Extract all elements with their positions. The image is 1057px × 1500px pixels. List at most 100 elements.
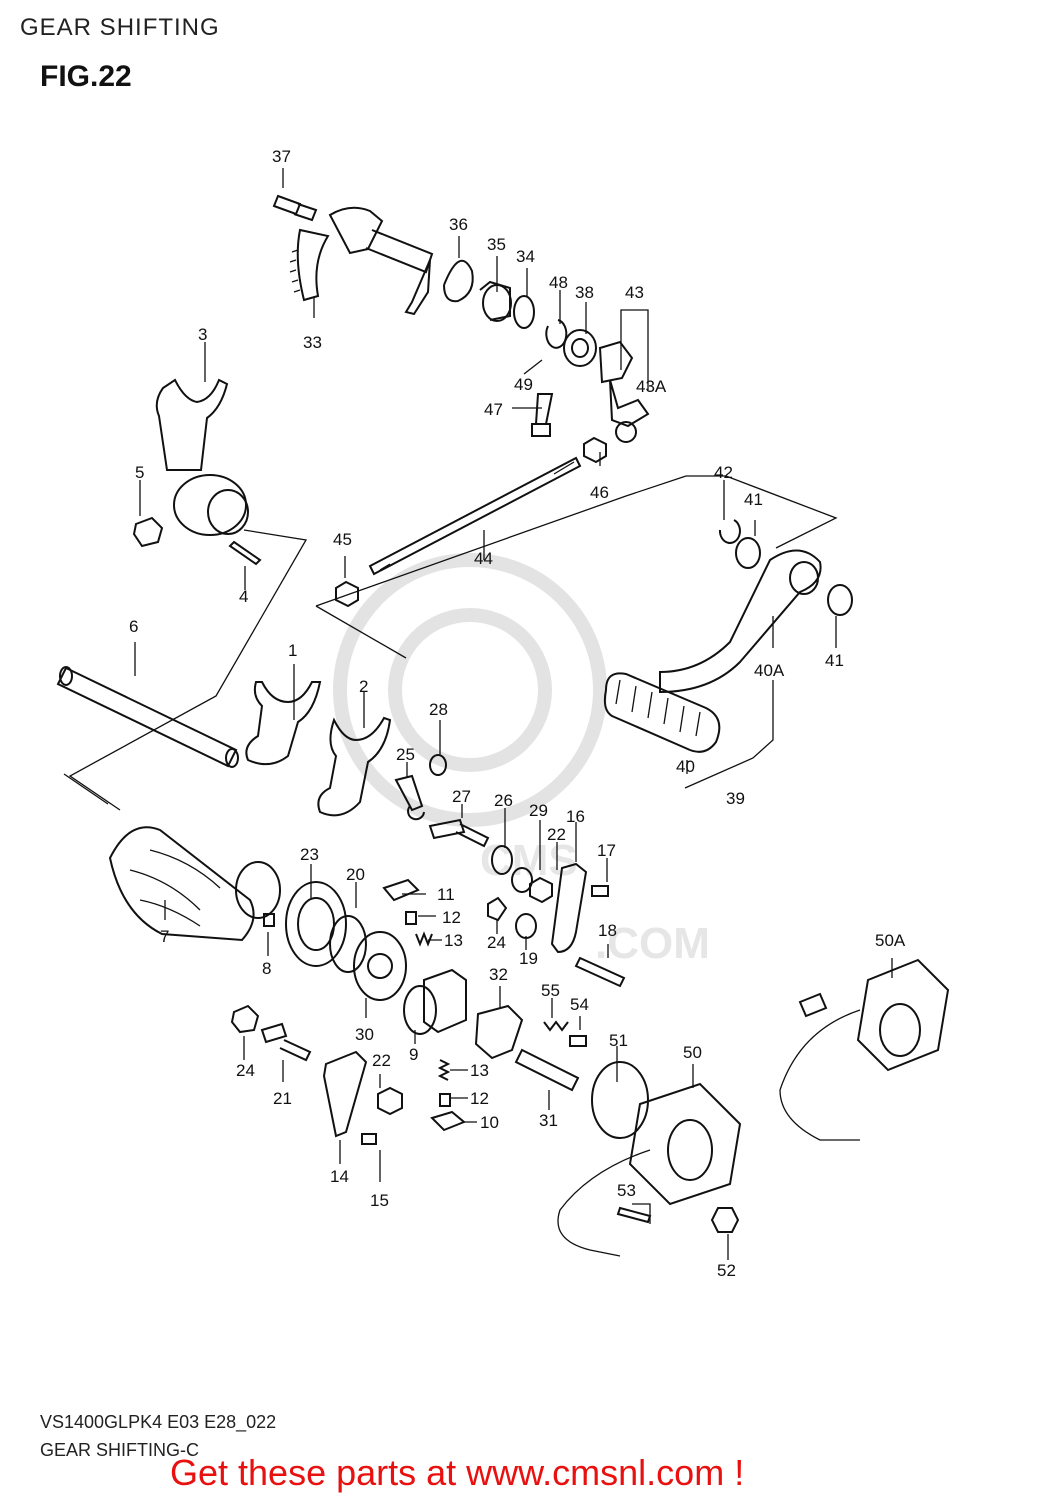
watermark: CMS .COM [333,553,710,968]
callout-1: 1 [288,641,297,660]
part-43-gearshift-lever [598,340,650,443]
callout-38: 38 [575,283,594,302]
callout-50: 50 [683,1043,702,1062]
callout-28: 28 [429,700,448,719]
callout-53: 53 [617,1181,636,1200]
part-29-washer [511,867,533,893]
callout-18: 18 [598,921,617,940]
part-1-shift-fork [245,681,322,766]
part-22-nut-a [529,876,553,904]
part-16-link [550,862,588,954]
part-17-screw [591,885,609,897]
callout-31: 31 [539,1111,558,1130]
part-15-screw [361,1133,377,1145]
callout-48: 48 [549,273,568,292]
part-drawings [56,194,950,1257]
part-53-screw [616,1206,652,1224]
callout-23: 23 [300,845,319,864]
callout-3: 3 [198,325,207,344]
part-28-washer [429,754,447,776]
part-6-shaft [56,666,239,768]
part-11-pawl [382,878,420,902]
callout-35: 35 [487,235,506,254]
part-12-pin-a [405,911,417,925]
part-13-spring-a [415,931,433,947]
callout-29: 29 [529,801,548,820]
part-5-pin [132,516,164,548]
part-48-circlip [545,319,568,349]
part-20-oil-seal [329,915,367,973]
part-36-spring [443,259,474,303]
callout-50A: 50A [875,931,906,950]
part-41-washer-b [827,584,853,616]
callout-52: 52 [717,1261,736,1280]
part-41-washer-a [735,537,761,569]
callout-41-upper: 41 [744,490,763,509]
part-12-pin-b [439,1093,451,1107]
callout-27: 27 [452,787,471,806]
part-31-bolt [514,1048,580,1092]
callout-43: 43 [625,283,644,302]
callout-54: 54 [570,995,589,1014]
part-19-collar [515,913,537,939]
callout-13-lower: 13 [470,1061,489,1080]
part-8-pin [263,913,275,927]
part-26-washer [491,845,513,875]
callout-10: 10 [480,1113,499,1132]
leader-lines [63,168,893,1260]
part-40-rubber-grip [603,672,721,753]
callout-39: 39 [726,789,745,808]
callout-11: 11 [437,885,455,904]
callout-19: 19 [519,949,538,968]
callout-51: 51 [609,1031,628,1050]
part-24-washer-b [230,1004,260,1034]
callout-12-lower: 12 [470,1089,489,1108]
promo-link[interactable]: Get these parts at www.cmsnl.com ! [170,1452,745,1493]
callout-5: 5 [135,463,144,482]
callout-26: 26 [494,791,513,810]
callout-24-lower: 24 [236,1061,255,1080]
part-18-screw [574,956,626,988]
part-50A-switch-harness [779,958,950,1141]
part-4-cotter-pin [228,540,262,566]
part-22-nut-b [377,1086,403,1116]
part-42-circlip [718,519,741,544]
callout-43A: 43A [636,377,667,396]
part-21-bolt [260,1022,312,1062]
callout-24-upper: 24 [487,933,506,952]
callout-4: 4 [239,587,248,606]
part-7-gearshift-cam [108,826,281,942]
callout-40A: 40A [754,661,785,680]
callout-7: 7 [160,927,169,946]
part-47-bolt [531,393,554,437]
callout-49: 49 [514,375,533,394]
callout-14: 14 [330,1167,349,1186]
part-9-cam-driven-gear [403,968,467,1035]
callout-17: 17 [597,841,616,860]
callout-55: 55 [541,981,560,1000]
callout-34: 34 [516,247,535,266]
part-34-washer [513,295,535,329]
part-35-collar [479,280,512,322]
callout-8: 8 [262,959,271,978]
callout-33: 33 [303,333,322,352]
figure-title: FIG.22 [40,60,132,93]
part-46-nut [583,436,607,464]
model-code: VS1400GLPK4 E03 E28_022 [40,1412,277,1432]
callout-32: 32 [489,965,508,984]
part-38-bearing [563,329,597,367]
part-52-cap [710,1207,740,1233]
part-40A-gearshift-lever [659,549,822,694]
callout-15: 15 [370,1191,389,1210]
callout-21: 21 [273,1089,292,1108]
part-45-nut [335,580,359,608]
callout-46: 46 [590,483,609,502]
part-10-pawl [430,1110,466,1132]
callout-25: 25 [396,745,415,764]
callout-9: 9 [409,1045,418,1064]
part-23-bearing [285,881,347,967]
callout-40: 40 [676,757,695,776]
callout-12-upper: 12 [442,908,461,927]
part-55-spring [543,1020,569,1032]
callout-labels: 37 36 35 34 48 38 43 33 3 49 43A 47 5 46… [129,147,906,1280]
